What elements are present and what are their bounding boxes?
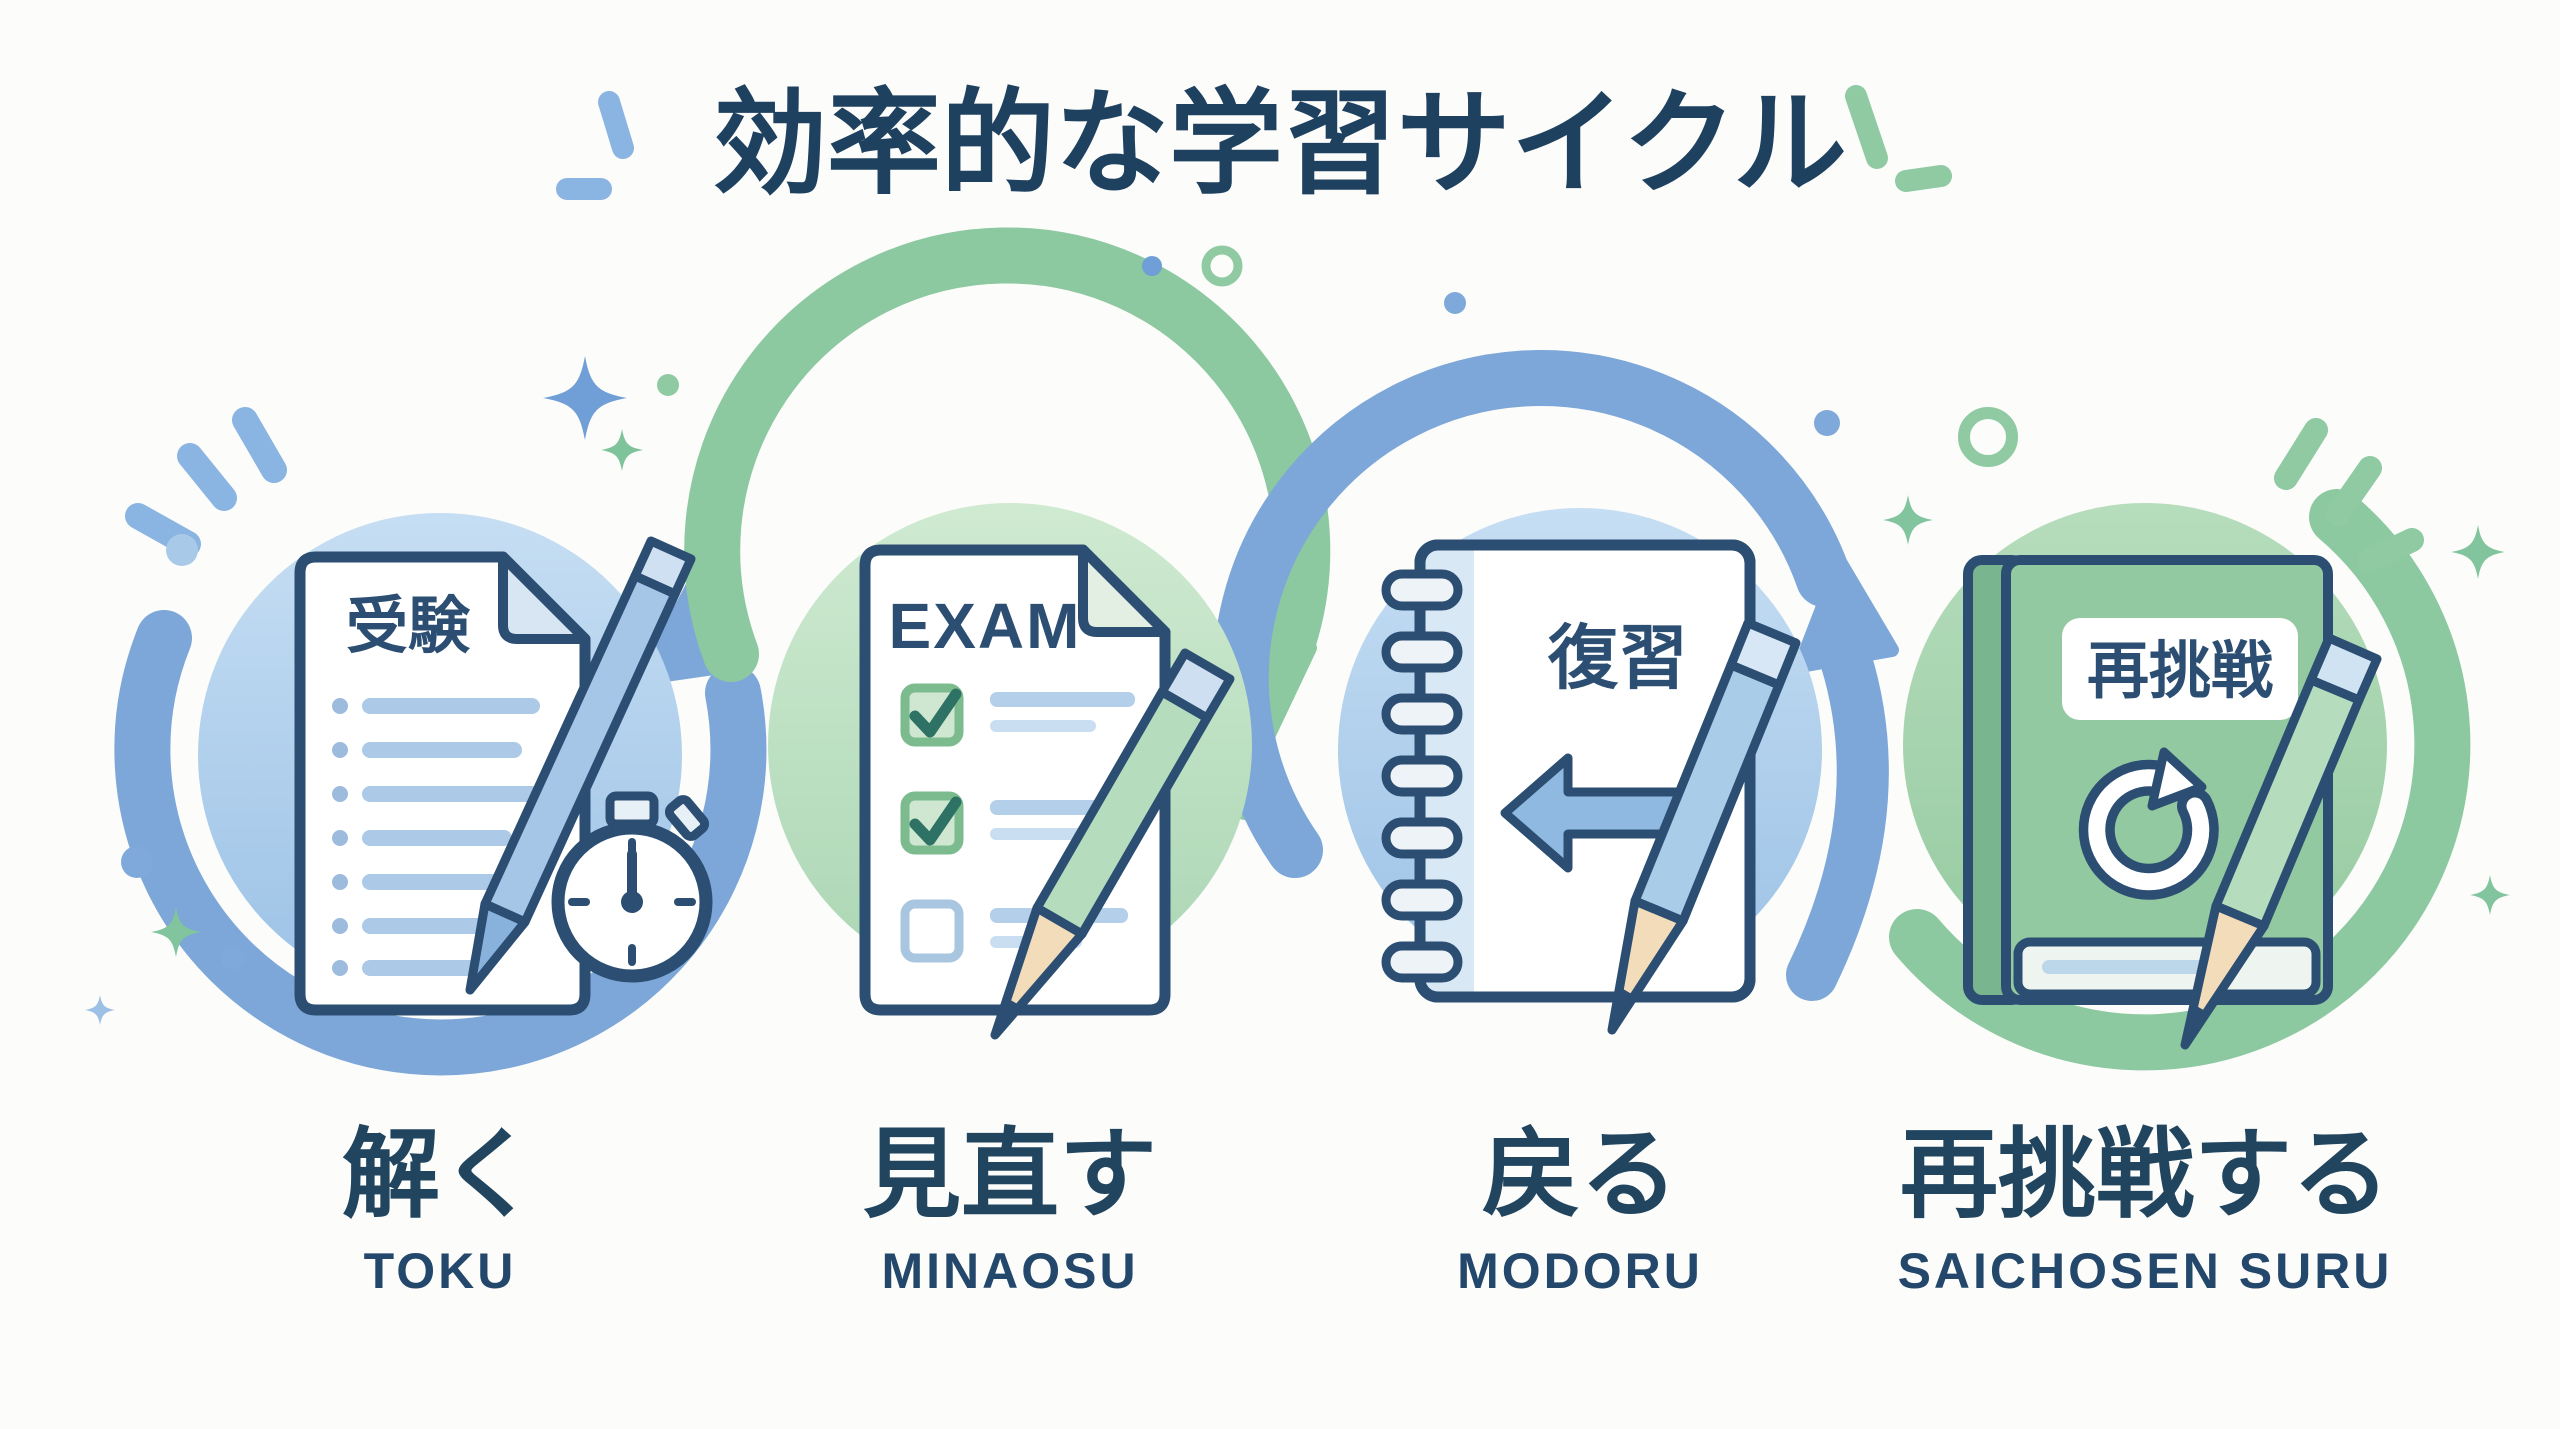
star-icon: [543, 356, 627, 440]
step4-kanji-label: 再挑戦する: [1900, 1119, 2390, 1229]
dot-icon: [221, 946, 245, 970]
sparkle-dash-icon: [2358, 528, 2424, 572]
dot-icon: [1142, 256, 1162, 276]
title-sparkles-right: [1845, 85, 1952, 192]
step1-kanji-label: 解く: [342, 1119, 538, 1229]
pencil-icon: [990, 648, 1235, 1040]
pencil-icon: [2180, 633, 2382, 1050]
sparkle-dash-icon: [2326, 456, 2382, 526]
cycle-arc-step4: [1889, 489, 2471, 1071]
step-1: 受験: [198, 513, 713, 1016]
sparkle-dash-icon: [1895, 165, 1952, 192]
step-labels: 解く TOKU 見直す MINAOSU 戻る MODORU 再挑戦する SAIC…: [342, 1119, 2393, 1299]
checklist-title: EXAM: [889, 590, 1082, 662]
ring-dot-icon: [1958, 407, 2018, 467]
paper-lines: [332, 698, 544, 976]
ring-dot-icon: [1201, 245, 1243, 287]
cycle-arcs: [114, 227, 2471, 1076]
pencil-icon: [1607, 618, 1801, 1035]
dot-icon: [1444, 292, 1466, 314]
decoration-sparkles: [85, 245, 2510, 1025]
step3-kanji-label: 戻る: [1482, 1119, 1678, 1229]
dot-icon: [166, 534, 198, 566]
step2-kanji-label: 見直す: [863, 1119, 1157, 1229]
step4-romaji-label: SAICHOSEN SURU: [1898, 1243, 2393, 1299]
stopwatch-icon: [551, 791, 713, 983]
star-icon: [85, 995, 115, 1025]
step-2: EXAM: [768, 503, 1252, 1040]
sparkle-dash-icon: [598, 91, 634, 159]
step-4: 再挑戦: [1903, 503, 2387, 1050]
step-3: 復習: [1338, 508, 1822, 1035]
checkbox-row-checked: [900, 683, 1135, 747]
star-icon: [601, 429, 643, 471]
star-icon: [2470, 875, 2510, 915]
step2-romaji-label: MINAOSU: [881, 1243, 1138, 1299]
sparkle-dash-icon: [1845, 85, 1888, 169]
dot-icon: [1814, 410, 1840, 436]
book-title: 再挑戦: [2087, 637, 2273, 706]
notebook-label: 復習: [1547, 619, 1688, 697]
sparkle-dash-icon: [177, 443, 237, 511]
sparkle-dash-icon: [232, 407, 287, 483]
spiral-binding: [1381, 569, 1463, 983]
star-icon: [1883, 495, 1933, 545]
cycle-arc-step1: [114, 610, 767, 1076]
refresh-icon: [2078, 747, 2219, 900]
page-title: 効率的な学習サイクル: [713, 81, 1847, 208]
sparkle-dash-icon: [2274, 418, 2328, 490]
exam-paper-label: 受験: [346, 592, 471, 661]
step3-romaji-label: MODORU: [1457, 1243, 1703, 1299]
dot-icon: [121, 846, 153, 878]
pen-icon: [465, 536, 696, 995]
star-icon: [2451, 525, 2505, 579]
cycle-arrow-up-icon: [1793, 555, 1899, 673]
step1-romaji-label: TOKU: [364, 1243, 517, 1299]
title-sparkles-left: [556, 91, 634, 200]
book-title-plate: [2062, 618, 2298, 720]
dot-icon: [657, 374, 679, 396]
cycle-arrow-tail: [1786, 634, 1889, 1001]
